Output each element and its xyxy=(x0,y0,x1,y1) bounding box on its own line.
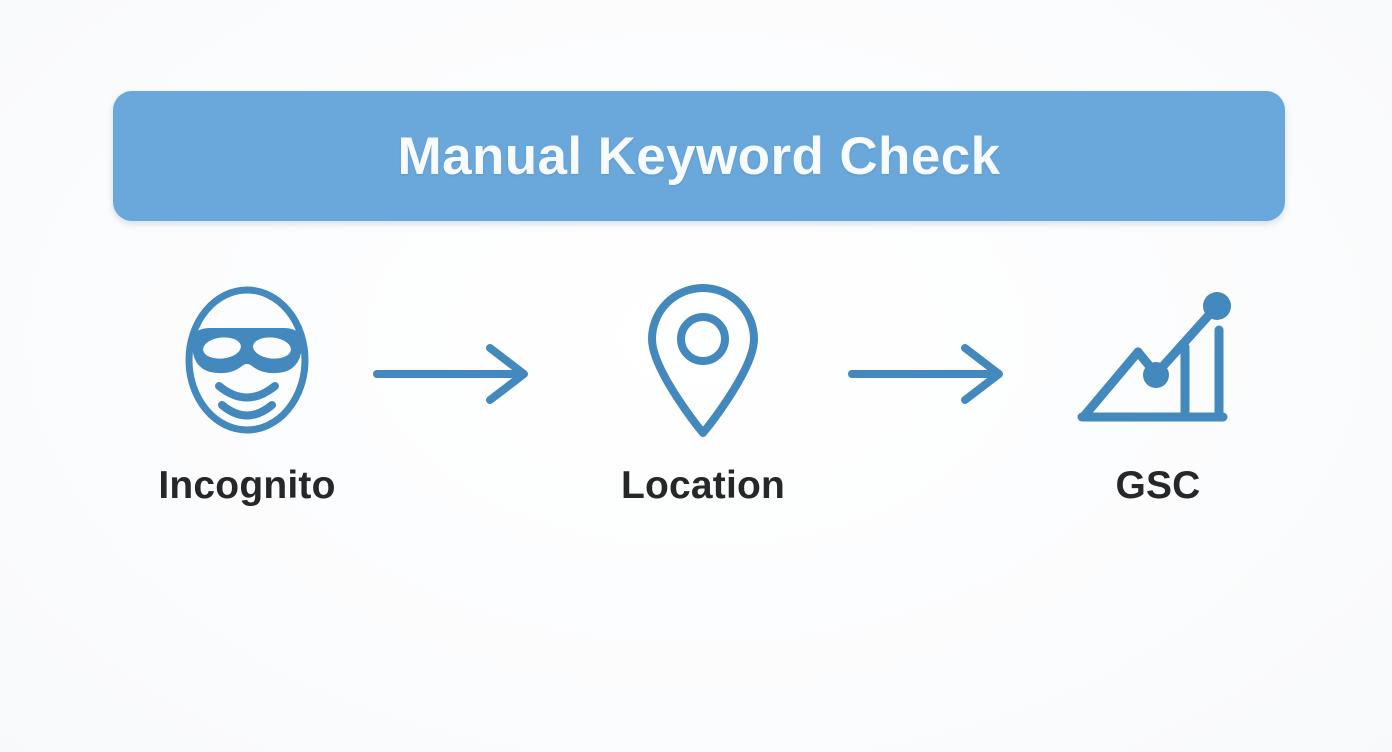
header-banner: Manual Keyword Check xyxy=(113,91,1285,221)
step-label-location: Location xyxy=(620,464,786,507)
incognito-mask-icon xyxy=(172,283,322,438)
step-label-incognito: Incognito xyxy=(158,464,336,507)
steps-row: Incognito Location xyxy=(0,283,1392,533)
arrow-right-icon xyxy=(372,343,537,405)
page-title: Manual Keyword Check xyxy=(397,126,1001,186)
growth-chart-icon xyxy=(1076,283,1241,438)
arrow-right-icon xyxy=(847,343,1012,405)
location-pin-icon xyxy=(638,283,768,438)
step-incognito[interactable]: Incognito xyxy=(117,283,377,533)
step-gsc[interactable]: GSC xyxy=(1028,283,1288,533)
step-location[interactable]: Location xyxy=(573,283,833,533)
step-label-gsc: GSC xyxy=(1115,464,1201,507)
